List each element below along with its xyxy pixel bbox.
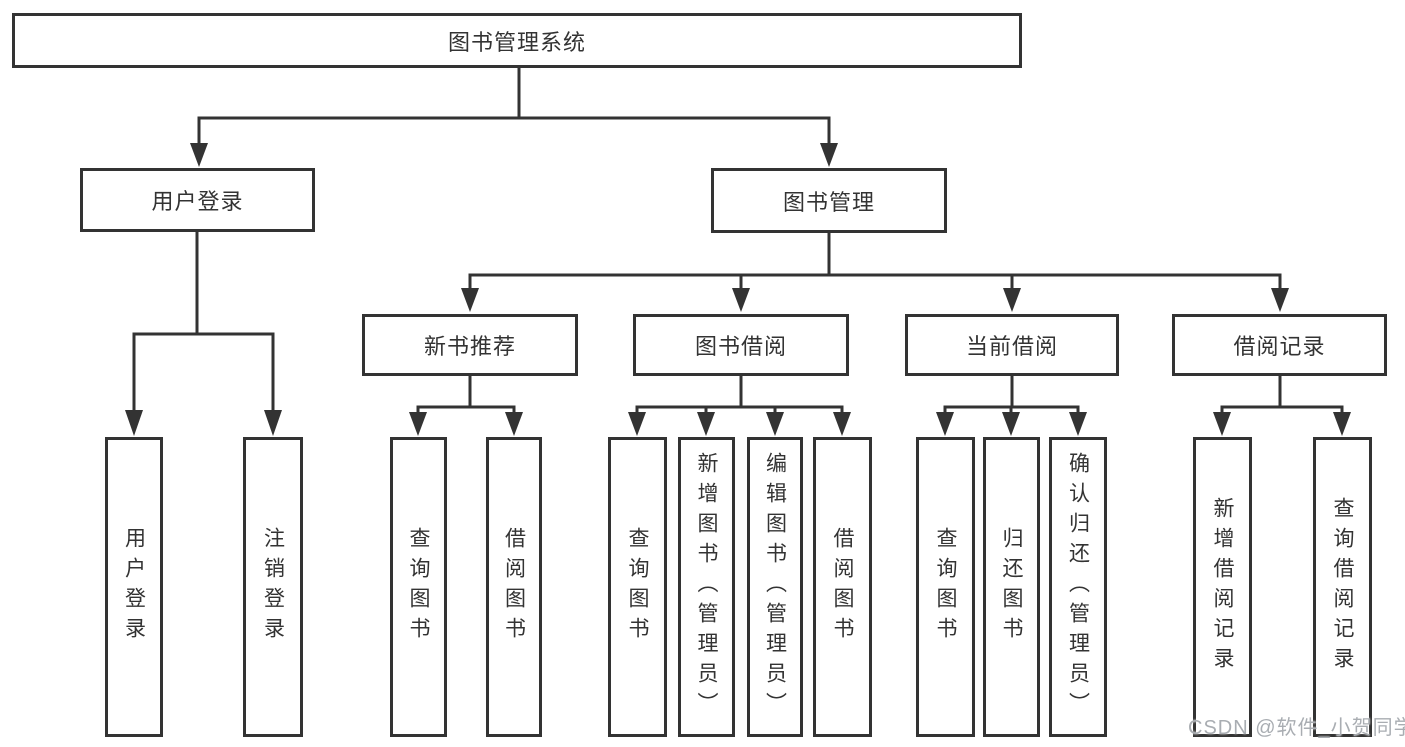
node-borrow-record-label: 借阅记录 xyxy=(1233,334,1326,359)
leaf-edit-book-admin: 编辑图书（管理员） xyxy=(747,437,803,737)
arrowhead-icon xyxy=(1213,412,1231,436)
leaf-logout: 注销登录 xyxy=(243,437,303,737)
connector-borrow-record xyxy=(1213,376,1351,436)
node-book-borrow-label: 图书借阅 xyxy=(694,334,787,359)
arrowhead-icon xyxy=(125,410,143,436)
leaf-add-book-admin: 新增图书（管理员） xyxy=(678,437,735,737)
connector-user-login xyxy=(125,232,282,436)
leaf-borrow-book-2: 借阅图书 xyxy=(813,437,872,737)
connector-root xyxy=(190,68,838,167)
arrowhead-icon xyxy=(264,410,282,436)
leaf-query-book-1: 查询图书 xyxy=(390,437,447,737)
node-user-login-label: 用户登录 xyxy=(151,189,244,214)
node-new-book-recommend: 新书推荐 xyxy=(362,314,578,376)
connector-current-borrow xyxy=(936,376,1087,436)
node-book-management-label: 图书管理 xyxy=(782,189,875,215)
leaf-add-borrow-record: 新增借阅记录 xyxy=(1193,437,1252,737)
node-root-label: 图书管理系统 xyxy=(447,29,586,55)
arrowhead-icon xyxy=(1002,412,1020,436)
arrowhead-icon xyxy=(628,412,646,436)
node-book-management: 图书管理 xyxy=(711,168,947,233)
arrowhead-icon xyxy=(190,143,208,167)
leaf-query-borrow-record: 查询借阅记录 xyxy=(1313,437,1372,737)
arrowhead-icon xyxy=(766,412,784,436)
csdn-watermark: CSDN @软件_小贺同学 xyxy=(1188,717,1405,739)
leaf-query-book-3: 查询图书 xyxy=(916,437,975,737)
node-current-borrow: 当前借阅 xyxy=(905,314,1119,376)
connector-book-borrow xyxy=(628,376,851,436)
arrowhead-icon xyxy=(1333,412,1351,436)
leaf-user-login: 用户登录 xyxy=(105,437,163,737)
node-borrow-record: 借阅记录 xyxy=(1172,314,1387,376)
arrowhead-icon xyxy=(697,412,715,436)
arrowhead-icon xyxy=(505,412,523,436)
node-book-borrow: 图书借阅 xyxy=(633,314,849,376)
leaf-borrow-book-1: 借阅图书 xyxy=(486,437,542,737)
node-root: 图书管理系统 xyxy=(12,13,1022,68)
arrowhead-icon xyxy=(461,288,479,312)
arrowhead-icon xyxy=(1003,288,1021,312)
leaf-confirm-return-admin: 确认归还（管理员） xyxy=(1049,437,1107,737)
arrowhead-icon xyxy=(936,412,954,436)
node-new-book-recommend-label: 新书推荐 xyxy=(423,334,516,359)
node-user-login: 用户登录 xyxy=(80,168,315,232)
arrowhead-icon xyxy=(732,288,750,312)
arrowhead-icon xyxy=(820,143,838,167)
node-current-borrow-label: 当前借阅 xyxy=(965,334,1058,359)
arrowhead-icon xyxy=(409,412,427,436)
connector-book-management xyxy=(461,233,1289,312)
connector-new-book xyxy=(409,376,523,436)
arrowhead-icon xyxy=(833,412,851,436)
arrowhead-icon xyxy=(1069,412,1087,436)
leaf-query-book-2: 查询图书 xyxy=(608,437,667,737)
arrowhead-icon xyxy=(1271,288,1289,312)
leaf-return-book: 归还图书 xyxy=(983,437,1040,737)
